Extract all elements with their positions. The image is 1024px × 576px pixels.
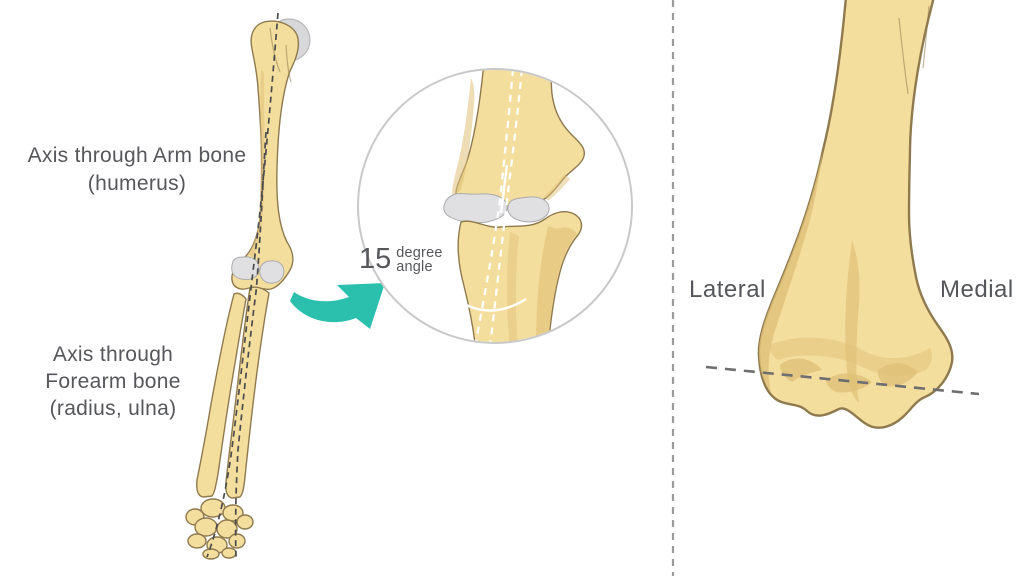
bone-ridge-line xyxy=(898,17,909,95)
bone-ridge-line xyxy=(922,5,930,69)
forearm-axis-label-line3: (radius, ulna) xyxy=(49,397,177,420)
angle-value: 15 xyxy=(359,243,392,275)
magnified-humerus-axis xyxy=(488,70,524,342)
condyle-shading xyxy=(877,363,918,387)
arm-axis-label-line1: Axis through Arm bone xyxy=(27,144,247,167)
tubercle-groove-line xyxy=(285,44,292,83)
forearm-axis-label-line1: Axis through xyxy=(52,343,174,366)
magnified-forearm-shading xyxy=(536,226,577,342)
angle-arc xyxy=(458,297,527,312)
forearm-axis-label: Axis through Forearm bone (radius, ulna) xyxy=(13,341,213,422)
magnified-humerus-shading xyxy=(545,174,570,201)
carrying-angle-label: 15 degree angle xyxy=(359,244,443,274)
magnified-forearm-axis xyxy=(473,70,515,342)
magnified-humerus-shading xyxy=(452,78,475,196)
magnified-elbow-joint xyxy=(443,70,586,342)
elbow-cartilage-left xyxy=(231,256,260,280)
humerus-shading xyxy=(248,70,265,257)
angle-unit: degree angle xyxy=(396,245,443,275)
transepicondylar-dashed-line xyxy=(705,365,980,396)
forearm-axis-line xyxy=(234,131,267,558)
distal-humerus-bone xyxy=(757,0,954,429)
ulna-bone xyxy=(225,286,270,499)
angle-unit-line2: angle xyxy=(396,258,433,275)
arm-bones-illustration xyxy=(185,12,311,560)
curved-arrow-icon xyxy=(290,283,385,329)
axis-crossing-segment xyxy=(499,164,509,214)
humerus-axis-line xyxy=(206,12,279,558)
forearm-axis-label-line2: Forearm bone xyxy=(45,370,181,393)
carpal-bones xyxy=(185,498,254,560)
lateral-label: Lateral xyxy=(689,276,766,303)
magnifier-ring xyxy=(357,68,633,344)
magnified-cartilage-left xyxy=(443,193,508,224)
arm-axis-label-line2: (humerus) xyxy=(87,172,187,195)
distal-humerus-illustration xyxy=(705,0,980,429)
condyle-shading xyxy=(826,373,872,393)
arm-axis-label: Axis through Arm bone (humerus) xyxy=(17,142,257,198)
magnified-forearm-shading xyxy=(507,232,519,342)
magnifier-elbow-view xyxy=(357,68,633,344)
tubercle-groove-line xyxy=(269,27,281,73)
distal-humerus-shading xyxy=(758,150,823,392)
magnified-cartilage-right xyxy=(507,196,550,223)
medial-label: Medial xyxy=(940,276,1014,303)
radius-bone xyxy=(196,292,247,498)
angle-unit-line1: degree xyxy=(396,245,443,261)
elbow-cartilage-right xyxy=(259,260,285,284)
